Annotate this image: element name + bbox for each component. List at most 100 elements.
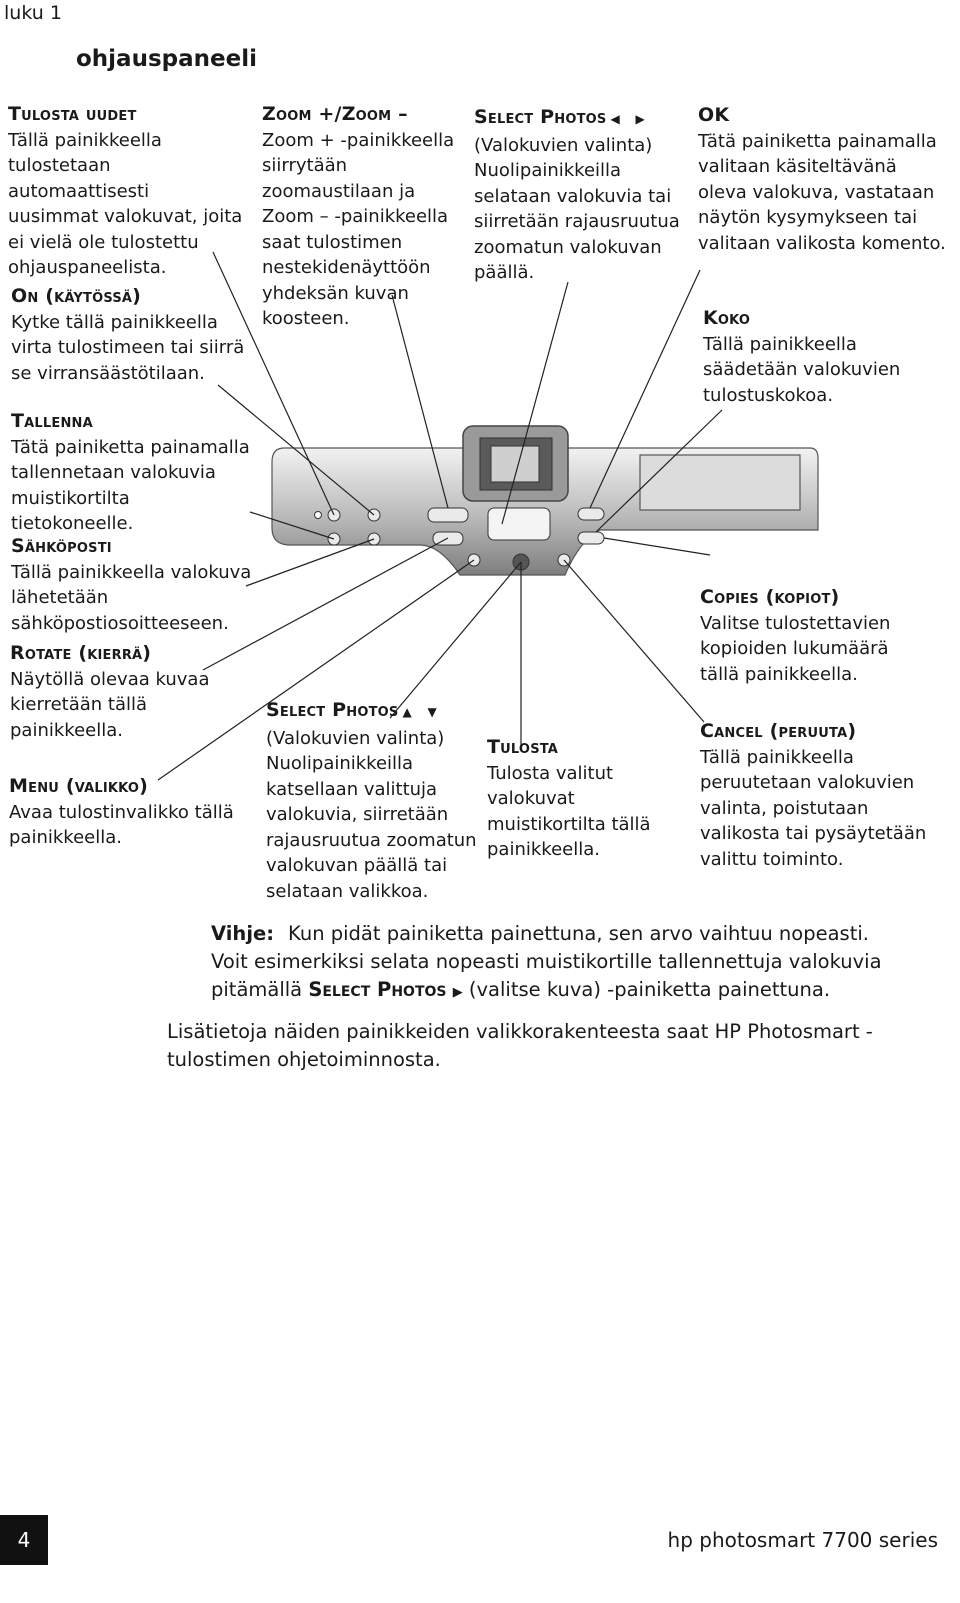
- callout-line: Nuolipainikkeilla: [474, 160, 622, 181]
- tip-line: (valitse kuva) -painiketta painettuna.: [468, 978, 831, 1001]
- callout-line: painikkeella.: [10, 719, 123, 741]
- callout-title: Tulosta: [487, 736, 559, 758]
- callout-line: säädetään valokuvien: [703, 359, 901, 380]
- callout-line: Valitse tulostettavien: [700, 612, 891, 634]
- callout-line: valokuvia, siirretään: [266, 804, 449, 825]
- callout-title: Sähköposti: [11, 535, 112, 557]
- callout-line: virta tulostimeen tai siirrä: [11, 337, 245, 358]
- callout-line: tallennetaan valokuvia: [11, 462, 216, 483]
- callout-line: Tällä painikkeella: [8, 129, 162, 151]
- callout-line: se virransäästötilaan.: [11, 362, 205, 384]
- callout-line: kierretään tällä: [10, 694, 148, 715]
- callout-line: Tätä painiketta painamalla: [698, 130, 937, 152]
- callout-line: valokuvat: [487, 788, 575, 809]
- ok-button: [577, 507, 605, 521]
- callout-line: valinta, poistutaan: [700, 797, 869, 819]
- callout-line: valittu toiminto.: [700, 848, 844, 870]
- callout-select-photos-left-right: Select Photos◀ ▶ (Valokuvien valinta) Nu…: [474, 105, 689, 286]
- callout-line: painikkeella.: [9, 827, 122, 848]
- left-right-arrows-icon: ◀ ▶: [610, 112, 651, 126]
- callout-title: Select Photos: [474, 106, 607, 128]
- callout-line: sähköpostiosoitteeseen.: [11, 612, 229, 634]
- callout-line: päällä.: [474, 262, 535, 283]
- tip-line: Kun pidät painiketta painettuna, sen arv…: [288, 922, 869, 945]
- callout-line: Tällä painikkeella: [703, 333, 857, 355]
- callout-line: (Valokuvien valinta): [474, 134, 653, 156]
- callout-line: zoomatun valokuvan: [474, 236, 662, 258]
- callout-line: tulostuskokoa.: [703, 384, 834, 406]
- right-arrow-icon: ▶: [452, 985, 463, 1000]
- tip-line: Voit esimerkiksi selata nopeasti muistik…: [211, 950, 882, 973]
- callout-line: rajausruutua zoomatun: [266, 829, 477, 851]
- callout-line: uusimmat valokuvat, joita: [8, 206, 243, 227]
- tip-button-name: Select Photos: [308, 978, 447, 1001]
- zoom-buttons: [427, 507, 469, 523]
- callout-line: Tällä painikkeella valokuva: [11, 561, 252, 583]
- callout-line: lähetetään: [11, 587, 109, 608]
- more-info-text: Lisätietoja näiden painikkeiden valikkor…: [167, 1020, 873, 1071]
- callout-title: On (käytössä): [11, 285, 142, 307]
- page-number: 4: [0, 1515, 48, 1565]
- callout-line: muistikortilta tällä: [487, 813, 651, 835]
- callout-title: Select Photos: [266, 699, 399, 721]
- callout-title: Tallenna: [11, 410, 93, 432]
- callout-line: nestekidenäyttöön: [262, 257, 431, 278]
- callout-line: Kytke tällä painikkeella: [11, 311, 218, 333]
- callout-line: selataan valokuvia tai: [474, 185, 672, 207]
- right-window: [639, 454, 801, 511]
- tip-box: Vihje: Kun pidät painiketta painettuna, s…: [211, 920, 911, 1007]
- callout-line: Nuolipainikkeilla: [266, 753, 414, 774]
- section-title: ohjauspaneeli: [76, 46, 257, 72]
- callout-copies: Copies (kopiot) Valitse tulostettavien k…: [700, 585, 940, 687]
- callout-title: Cancel (peruuta): [700, 720, 857, 742]
- callout-line: painikkeella.: [487, 839, 600, 860]
- callout-title: Koko: [703, 307, 751, 329]
- callout-line: siirrytään: [262, 155, 348, 176]
- tip-line: pitämällä: [211, 978, 303, 1001]
- callout-line: Zoom + -painikkeella: [262, 129, 455, 151]
- callout-sahkoposti: Sähköposti Tällä painikkeella valokuva l…: [11, 534, 256, 636]
- callout-line: Tätä painiketta painamalla: [11, 436, 250, 458]
- callout-line: tällä painikkeella.: [700, 663, 858, 685]
- panel-buttons: [314, 507, 605, 571]
- led: [314, 511, 322, 519]
- callout-line: yhdeksän kuvan: [262, 282, 409, 304]
- callout-line: valitaan käsiteltävänä: [698, 156, 897, 177]
- callout-line: valitaan valikosta komento.: [698, 232, 946, 254]
- callout-koko: Koko Tällä painikkeella säädetään valoku…: [703, 306, 943, 408]
- callout-line: selataan valikkoa.: [266, 880, 429, 902]
- koko-button: [577, 531, 605, 545]
- callout-line: muistikortilta tietokoneelle.: [11, 487, 134, 535]
- callout-line: koosteen.: [262, 308, 350, 329]
- callout-line: tulostetaan automaattisesti: [8, 155, 150, 202]
- nav-pad: [487, 507, 551, 541]
- callout-line: kopioiden lukumäärä: [700, 638, 889, 659]
- callout-line: Tällä painikkeella: [700, 746, 854, 768]
- callout-tulosta-uudet: Tulosta uudet Tällä painikkeella tuloste…: [8, 102, 243, 281]
- callout-line: Zoom – -painikkeella: [262, 206, 449, 227]
- callout-line: Näytöllä olevaa kuvaa: [10, 668, 210, 690]
- callout-line: zoomaustilaan ja: [262, 180, 416, 202]
- callout-line: valikosta tai pysäytetään: [700, 823, 927, 844]
- callout-line: oleva valokuva, vastataan: [698, 181, 935, 203]
- callout-line: siirretään rajausruutua: [474, 211, 680, 232]
- callout-line: valokuvan päällä tai: [266, 855, 448, 876]
- callout-cancel: Cancel (peruuta) Tällä painikkeella peru…: [700, 719, 950, 872]
- callout-line: saat tulostimen: [262, 231, 403, 253]
- callout-line: ohjauspaneelista.: [8, 257, 167, 278]
- callout-title: Menu (valikko): [9, 775, 148, 797]
- callout-tulosta: Tulosta Tulosta valitut valokuvat muisti…: [487, 735, 667, 863]
- tip-label: Vihje:: [211, 922, 275, 945]
- footer-product: hp photosmart 7700 series: [667, 1528, 938, 1552]
- callout-title: Tulosta uudet: [8, 103, 137, 125]
- callout-tallenna: Tallenna Tätä painiketta painamalla tall…: [11, 409, 256, 537]
- up-down-arrows-icon: ▲ ▼: [402, 705, 443, 719]
- callout-menu: Menu (valikko) Avaa tulostinvalikko täll…: [9, 774, 244, 851]
- callout-line: Avaa tulostinvalikko tällä: [9, 801, 234, 823]
- leader-lines: [157, 251, 723, 781]
- callout-line: Tulosta valitut: [487, 762, 614, 784]
- callout-ok: OK Tätä painiketta painamalla valitaan k…: [698, 103, 956, 256]
- callout-title: Zoom +/Zoom –: [262, 103, 408, 125]
- callout-line: näytön kysymykseen tai: [698, 207, 918, 228]
